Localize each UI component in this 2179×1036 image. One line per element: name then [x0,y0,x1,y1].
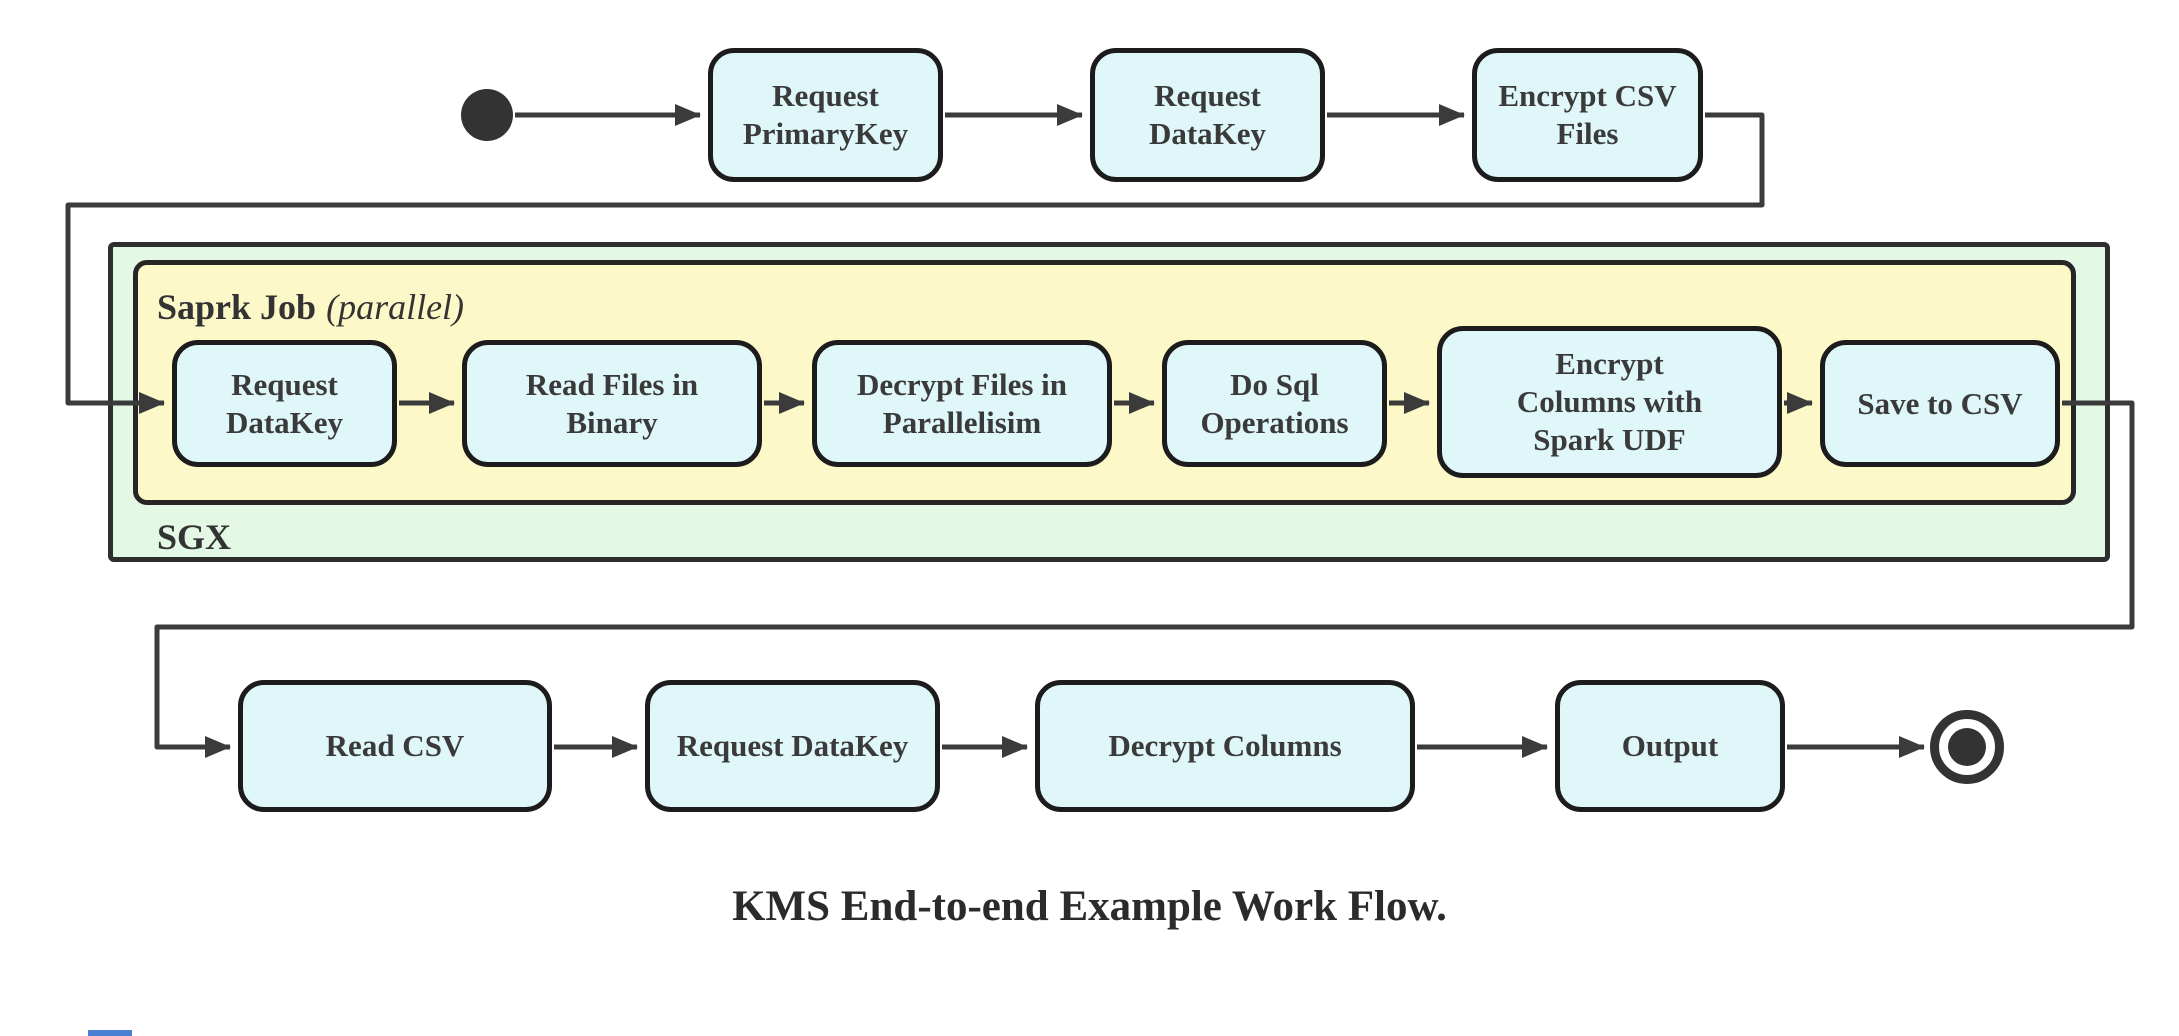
node-decrypt-columns: Decrypt Columns [1035,680,1415,812]
node-do-sql-operations: Do Sql Operations [1162,340,1387,467]
node-read-files-in-binary: Read Files in Binary [462,340,762,467]
end-state-node [1930,710,2004,784]
node-read-csv: Read CSV [238,680,552,812]
node-request-datakey-top: Request DataKey [1090,48,1325,182]
node-encrypt-csv-files: Encrypt CSV Files [1472,48,1703,182]
diagram-caption: KMS End-to-end Example Work Flow. [732,883,1447,930]
node-save-to-csv: Save to CSV [1820,340,2060,467]
node-request-datakey-sgx: Request DataKey [172,340,397,467]
node-decrypt-files-in-parallelisim: Decrypt Files in Parallelisim [812,340,1112,467]
node-output: Output [1555,680,1785,812]
edge-encrypt-csv-to-sgx-datakey [65,112,1765,414]
node-request-datakey-bottom: Request DataKey [645,680,940,812]
spark-job-title: Saprk Job(parallel) [157,286,464,328]
node-request-primarykey: Request PrimaryKey [708,48,943,182]
edge-save-csv-to-read-csv [154,400,2135,758]
node-encrypt-columns-with-spark-udf: Encrypt Columns with Spark UDF [1437,326,1782,478]
start-state-node [461,89,513,141]
scrollbar-fragment [88,1030,132,1036]
spark-job-parallel-annotation: (parallel) [326,287,465,327]
sgx-label: SGX [157,517,232,557]
spark-job-title-text: Saprk Job [157,287,317,327]
end-state-inner-dot [1948,728,1986,766]
